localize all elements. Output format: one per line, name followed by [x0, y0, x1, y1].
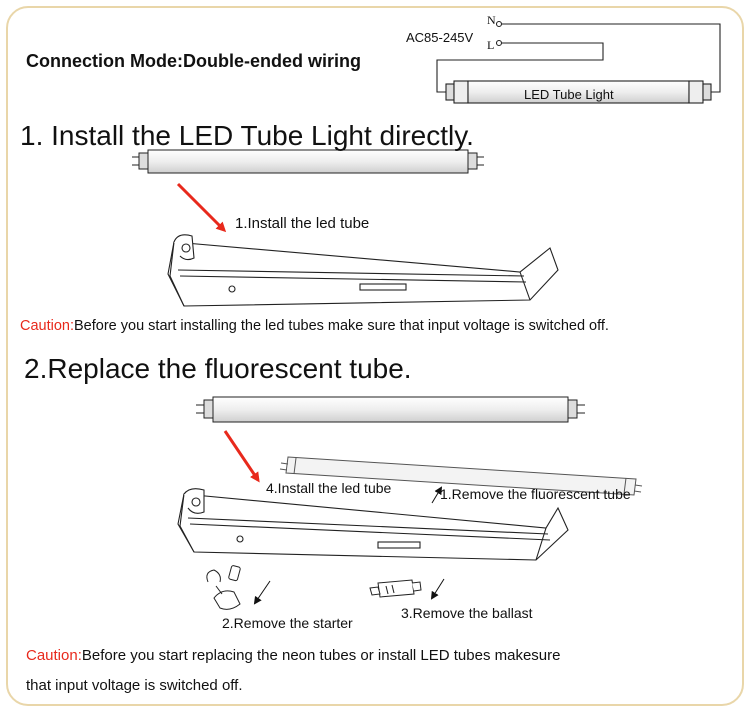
caution-text-continued: that input voltage is switched off. — [26, 677, 243, 694]
caution-label: Caution: — [26, 647, 82, 664]
wiring-tube-icon — [445, 80, 712, 104]
tube-label: LED Tube Light — [524, 87, 614, 102]
wiring-diagram — [436, 20, 721, 104]
step-install-label: 1.Install the led tube — [235, 215, 370, 232]
caution-text: Before you start replacing the neon tube… — [81, 647, 561, 664]
connection-mode-title: Connection Mode:Double-ended wiring — [26, 51, 361, 71]
starter-icon — [206, 565, 241, 610]
caution-note-1: Caution:Before you start installing the … — [20, 319, 609, 334]
step1-label: 1.Remove the fluorescent tube — [440, 486, 631, 502]
voltage-label: AC85-245V — [406, 30, 474, 45]
step3-label: 3.Remove the ballast — [401, 605, 533, 621]
led-tube-icon — [196, 396, 585, 423]
caution-note-2: Caution:Before you start replacing the n… — [26, 648, 560, 663]
led-tube-icon — [132, 149, 484, 174]
caution-text: Before you start installing the led tube… — [74, 318, 609, 334]
remove-arrow-icon — [253, 580, 271, 605]
remove-arrow-icon — [431, 486, 443, 504]
instruction-sheet: AC85-245V N L LED Tube Light Connection … — [6, 6, 744, 706]
neutral-wire — [502, 23, 721, 93]
section1-title: 1. Install the LED Tube Light directly. — [20, 120, 474, 151]
step2-label: 2.Remove the starter — [222, 615, 353, 631]
terminal-l-icon — [495, 39, 503, 47]
step4-label: 4.Install the led tube — [266, 480, 392, 496]
terminal-n-icon — [495, 20, 503, 28]
install-arrow-icon — [223, 430, 260, 483]
wiring-illustration — [132, 20, 721, 610]
remove-arrow-icon — [430, 578, 445, 600]
section2-title: 2.Replace the fluorescent tube. — [24, 353, 412, 384]
fluorescent-tube-icon — [279, 456, 643, 496]
fixture-icon — [167, 234, 559, 307]
live-wire — [436, 42, 604, 93]
caution-label: Caution: — [20, 318, 75, 334]
install-arrow-icon — [176, 182, 227, 233]
fixture-icon — [177, 488, 569, 561]
ballast-icon — [369, 579, 422, 598]
neutral-label: N — [487, 13, 496, 27]
live-label: L — [487, 38, 495, 52]
